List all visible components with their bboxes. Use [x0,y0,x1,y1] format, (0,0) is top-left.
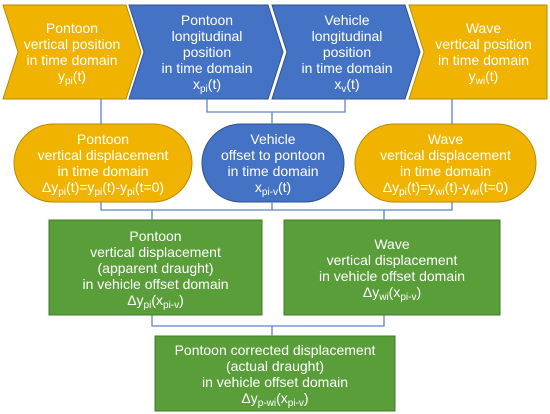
node-shape-vehicle-longitudinal-position [271,4,421,100]
node-shape-pontoon-corrected-displacement [154,335,396,412]
node-shape-pontoon-longitudinal-position [128,4,284,100]
node-shape-wave-vertical-displacement-time [354,123,537,203]
connector-wave-displacement-to-offset-domain [384,202,453,211]
connector-offset-to-wave-offset-domain [272,209,385,220]
connector-pontoon-offset-to-corrected [151,315,273,336]
node-shape-pontoon-vertical-position [2,4,142,100]
connector-vehicle-longitudinal-to-offset [272,99,346,113]
node-shape-pontoon-vertical-displacement-offset [48,219,263,316]
connector-pontoon-displacement-to-offset-domain [100,202,153,220]
connector-wave-offset-to-corrected [272,315,385,327]
node-shape-pontoon-vertical-displacement-time [13,123,193,203]
connector-pontoon-longitudinal-to-offset [206,99,273,124]
connector-offset-to-pontoon-offset-domain [152,202,273,211]
node-shape-wave-vertical-displacement-offset [283,219,501,316]
node-shape-vehicle-offset-to-pontoon [201,123,345,203]
connectors [100,99,453,336]
node-shape-wave-vertical-position [408,4,548,100]
